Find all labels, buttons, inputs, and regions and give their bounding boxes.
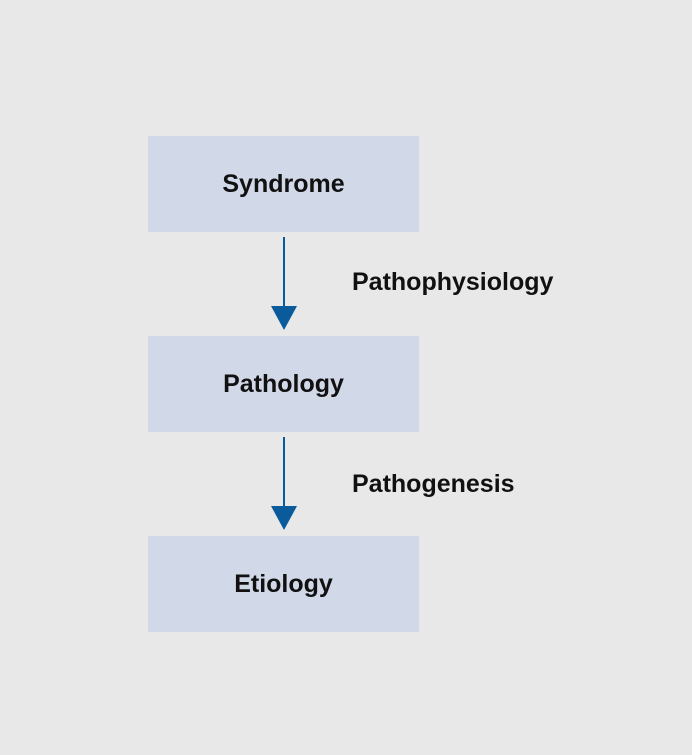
node-syndrome: Syndrome: [148, 136, 419, 232]
node-etiology: Etiology: [148, 536, 419, 632]
node-etiology-label: Etiology: [234, 569, 333, 598]
edge-label-pathogenesis: Pathogenesis: [352, 470, 515, 498]
edge-label-pathophysiology: Pathophysiology: [352, 268, 554, 296]
arrow-syndrome-to-pathology: [271, 237, 297, 330]
node-pathology-label: Pathology: [223, 369, 344, 398]
arrow-head-icon: [271, 506, 297, 530]
node-syndrome-label: Syndrome: [222, 169, 345, 198]
arrow-head-icon: [271, 306, 297, 330]
arrow-pathology-to-etiology: [271, 437, 297, 530]
node-pathology: Pathology: [148, 336, 419, 432]
